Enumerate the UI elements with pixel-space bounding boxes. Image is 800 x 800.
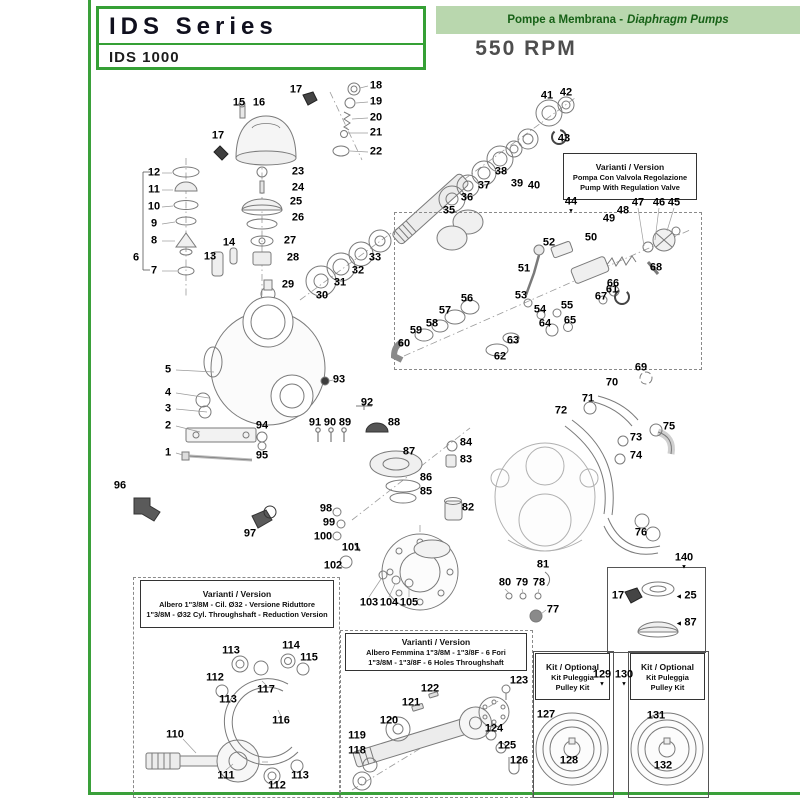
variant-regulation-title: Varianti / Version	[595, 161, 665, 172]
hoses	[564, 371, 675, 555]
variant-reduction-line-it: Albero 1"3/8M - Cil. Ø32 - Versione Ridu…	[159, 600, 315, 609]
variant-throughshaft-line-en: 1"3/8M - 1"3/8F - 6 Holes Throughshaft	[368, 658, 504, 667]
kit-140-box	[607, 567, 706, 653]
end-bearings	[535, 96, 575, 145]
pump-body	[175, 296, 334, 462]
pump-body-rear	[490, 442, 599, 552]
pin-14	[229, 247, 238, 265]
pulley-kit-right-box	[628, 651, 709, 798]
kit-140-parts	[624, 581, 679, 638]
pump-type-it: Pompe a Membrana -	[507, 14, 624, 26]
throughshaft-assembly	[352, 684, 520, 791]
pulley-right	[630, 712, 704, 786]
variant-throughshaft-line-it: Albero Femmina 1"3/8M - 1"3/8F - 6 Fori	[366, 648, 506, 657]
page-border-bottom	[88, 792, 800, 795]
dark-fittings	[133, 497, 277, 529]
kit-box-left: Kit / Optional Kit Puleggia Pulley Kit	[535, 653, 610, 700]
throughshaft-variant-region	[340, 630, 533, 798]
series-title: IDS Series	[109, 13, 278, 40]
rpm-label: 550 RPM	[475, 37, 577, 60]
page-border-left	[88, 0, 91, 795]
variant-throughshaft-title: Varianti / Version	[401, 637, 471, 647]
variant-box-regulation: Varianti / Version Pompa Con Valvola Reg…	[563, 153, 697, 200]
shaft-seals	[438, 128, 539, 213]
variant-regulation-line-en: Pump With Regulation Valve	[580, 182, 680, 192]
pulley-kit-left-box	[533, 651, 614, 798]
kit-right-title: Kit / Optional	[641, 661, 694, 672]
kit-right-line-en: Pulley Kit	[650, 682, 685, 692]
pump-type-en: Diaphragm Pumps	[627, 14, 729, 26]
suction-valve-stack	[142, 166, 200, 276]
plug-17-top	[302, 91, 318, 106]
variant-regulation-line-it: Pompa Con Valvola Regolazione	[572, 172, 688, 182]
piston-column	[241, 166, 283, 302]
variant-box-throughshaft: Varianti / Version Albero Femmina 1"3/8M…	[345, 633, 527, 671]
reduction-variant-region	[133, 577, 340, 798]
pulley-left	[535, 712, 609, 786]
kit-left-line-en: Pulley Kit	[555, 682, 590, 692]
kit-left-title: Kit / Optional	[546, 661, 599, 672]
pump-head-cover	[213, 100, 297, 166]
pump-head-flange	[368, 533, 459, 611]
kit-right-line-it: Kit Puleggia	[646, 672, 689, 682]
pin-13	[211, 251, 224, 277]
regulation-valve-assembly	[390, 207, 681, 363]
head-bolts	[504, 571, 551, 623]
crankshaft	[392, 173, 484, 251]
pump-type-banner: Pompe a Membrana - Diaphragm Pumps	[436, 6, 800, 34]
kit-left-line-it: Kit Puleggia	[551, 672, 594, 682]
kit-box-right: Kit / Optional Kit Puleggia Pulley Kit	[630, 653, 705, 700]
variant-reduction-line-en: 1"3/8M - Ø32 Cyl. Throughshaft - Reducti…	[146, 610, 328, 619]
delivery-valve-small-parts	[332, 82, 369, 157]
series-title-box: IDS Series IDS 1000	[96, 6, 426, 70]
variant-reduction-title: Varianti / Version	[202, 589, 272, 599]
reduction-assembly	[145, 653, 310, 785]
regulation-variant-region	[394, 212, 702, 370]
model-name: IDS 1000	[109, 49, 180, 66]
bearing-discs	[305, 229, 392, 297]
title-divider	[99, 43, 423, 45]
diaphragm-assembly	[315, 402, 463, 569]
variant-box-reduction: Varianti / Version Albero 1"3/8M - Cil. …	[140, 580, 334, 628]
